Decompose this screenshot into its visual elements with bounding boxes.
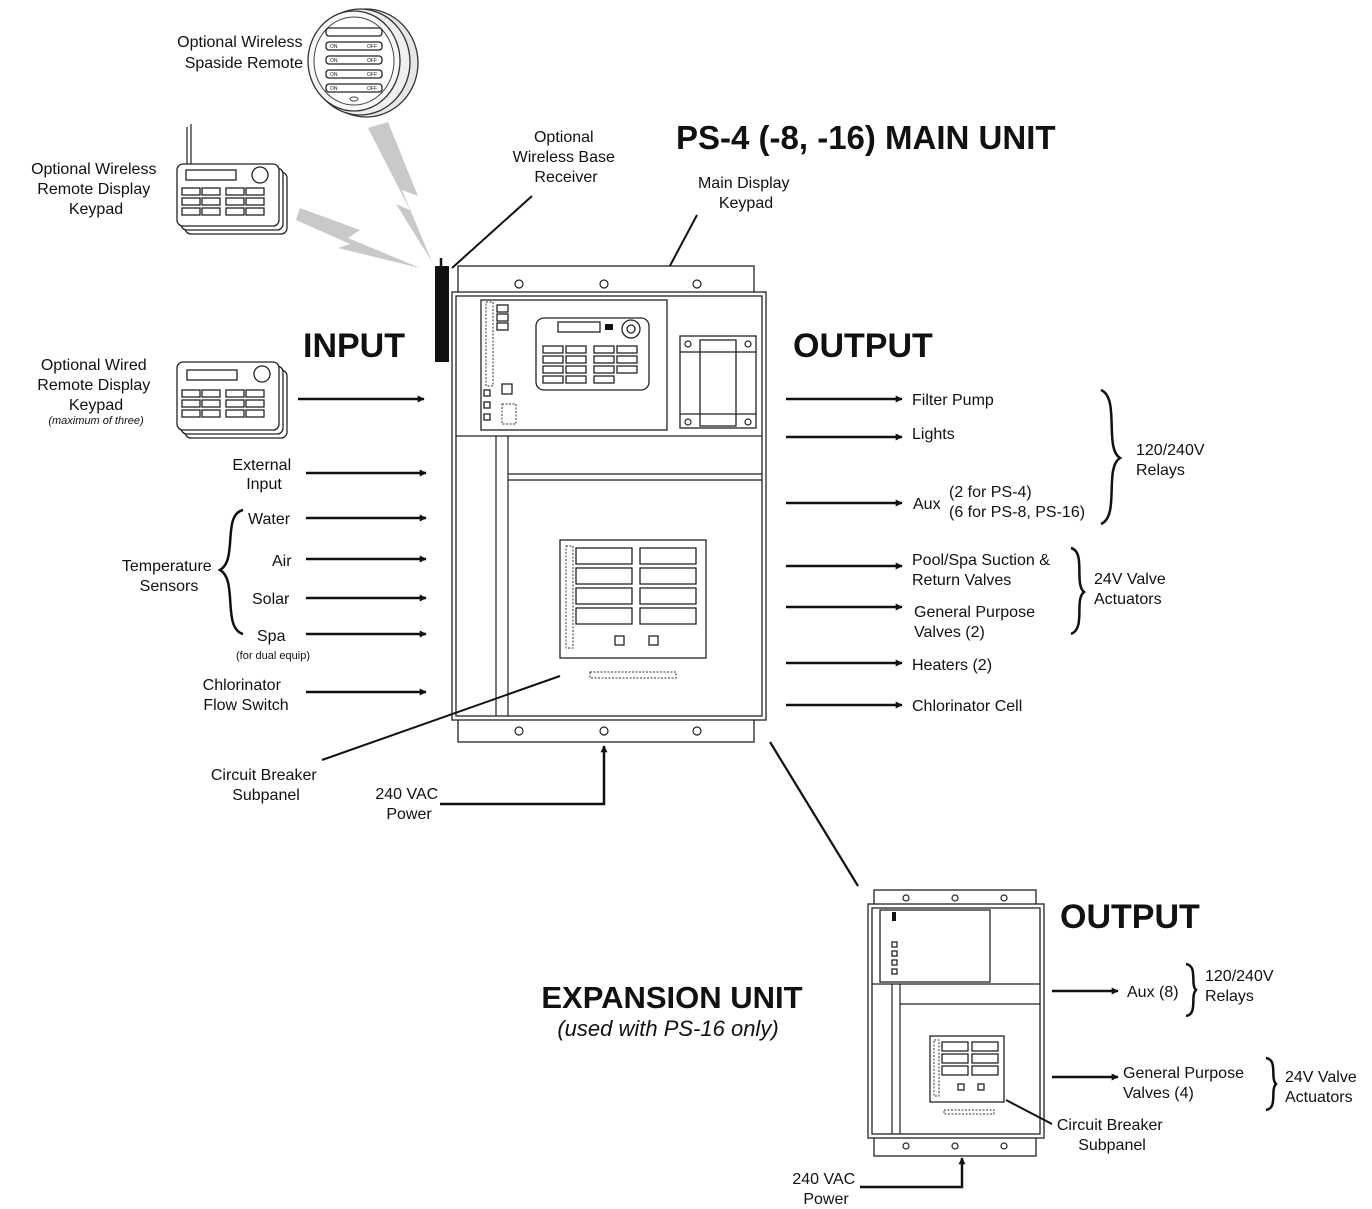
breaker-panel xyxy=(559,539,707,679)
aux-label: Aux xyxy=(913,496,941,513)
transformer xyxy=(679,335,757,429)
main-unit-title: PS-4 (-8, -16) MAIN UNIT xyxy=(676,119,1056,156)
remote-on-label: ON xyxy=(330,72,338,78)
water-label: Water xyxy=(248,511,291,528)
general-valves-label: General Purpose Valves (2) xyxy=(914,604,1039,641)
aux-note: (2 for PS-4) (6 for PS-8, PS-16) xyxy=(949,484,1085,521)
wireless-remote-keypad xyxy=(176,124,288,235)
remote-on-label: ON xyxy=(330,44,338,50)
solar-label: Solar xyxy=(252,591,290,608)
exp-actuators-label: 24V Valve Actuators xyxy=(1285,1069,1361,1106)
actuators-bracket xyxy=(1070,546,1086,636)
flow-switch-label: Chlorinator Flow Switch xyxy=(203,677,289,714)
spa-note: (for dual equip) xyxy=(236,650,310,662)
exp-relays-bracket xyxy=(1185,962,1198,1018)
remote-on-label: ON xyxy=(330,58,338,64)
expansion-title: EXPANSION UNIT xyxy=(541,980,802,1015)
lights-label: Lights xyxy=(912,426,955,443)
expansion-enclosure xyxy=(867,889,1045,1157)
relays-label: 120/240V Relays xyxy=(1136,442,1209,479)
spaside-remote: ON OFF ON OFF ON OFF ON OFF xyxy=(307,8,419,118)
relays-bracket xyxy=(1100,388,1123,526)
remote-on-label: ON xyxy=(330,86,338,92)
actuators-label: 24V Valve Actuators xyxy=(1094,571,1170,608)
breaker-leader-line xyxy=(321,675,561,761)
suction-valves-label: Pool/Spa Suction & Return Valves xyxy=(912,552,1054,589)
wired-remote-keypad xyxy=(176,361,288,439)
temp-sensors-label: Temperature Sensors xyxy=(122,558,216,595)
exp-power-label: 240 VAC Power xyxy=(792,1171,859,1208)
remote-off-label: OFF xyxy=(367,72,377,78)
main-display-keypad xyxy=(535,317,650,391)
filter-pump-label: Filter Pump xyxy=(912,392,994,409)
remote-off-label: OFF xyxy=(367,58,377,64)
base-receiver-label: Optional Wireless Base Receiver xyxy=(513,129,620,186)
wireless-keypad-label: Optional Wireless Remote Display Keypad xyxy=(31,161,161,218)
air-label: Air xyxy=(272,553,292,570)
remote-off-label: OFF xyxy=(367,86,377,92)
power-label: 240 VAC Power xyxy=(375,786,442,823)
power-arrow xyxy=(440,745,608,806)
spa-label: Spa xyxy=(257,628,286,645)
output-heading: OUTPUT xyxy=(793,327,933,365)
receiver-leader-line xyxy=(451,195,533,269)
exp-actuators-bracket xyxy=(1265,1056,1278,1112)
exp-aux-label: Aux (8) xyxy=(1127,984,1179,1001)
temp-bracket xyxy=(217,508,244,636)
heaters-label: Heaters (2) xyxy=(912,657,992,674)
exp-power-arrow xyxy=(860,1157,966,1189)
exp-breaker-leader-line xyxy=(1005,1099,1053,1125)
breaker-label: Circuit Breaker Subpanel xyxy=(211,767,321,804)
wired-keypad-label: Optional Wired Remote Display Keypad xyxy=(37,357,154,414)
wireless-signal-icon xyxy=(368,122,432,262)
expansion-output-heading: OUTPUT xyxy=(1060,898,1200,936)
spaside-remote-label: Optional Wireless Spaside Remote xyxy=(177,34,307,72)
chlorinator-cell-label: Chlorinator Cell xyxy=(912,698,1022,715)
remote-off-label: OFF xyxy=(367,44,377,50)
external-input-label: External Input xyxy=(232,457,295,493)
wireless-base-receiver xyxy=(435,266,449,362)
exp-valves-label: General Purpose Valves (4) xyxy=(1123,1065,1248,1102)
wireless-signal-icon xyxy=(296,208,420,268)
expansion-subtitle: (used with PS-16 only) xyxy=(557,1016,778,1041)
input-heading: INPUT xyxy=(303,327,405,365)
wired-keypad-note: (maximum of three) xyxy=(48,415,144,427)
exp-breaker-label: Circuit Breaker Subpanel xyxy=(1057,1117,1167,1154)
exp-relays-label: 120/240V Relays xyxy=(1205,968,1278,1005)
expansion-connector-line xyxy=(769,741,859,887)
main-display-label: Main Display Keypad xyxy=(698,175,794,212)
